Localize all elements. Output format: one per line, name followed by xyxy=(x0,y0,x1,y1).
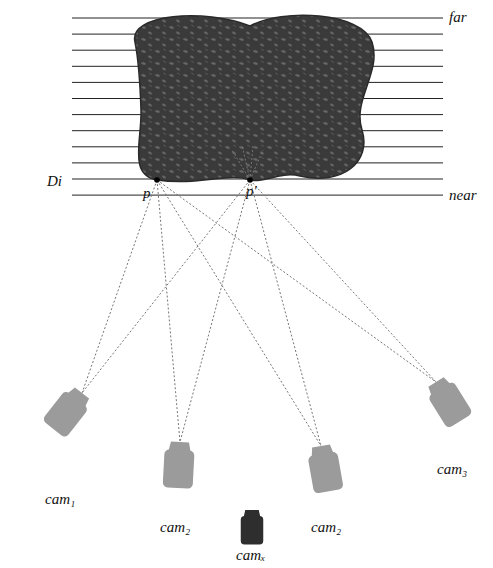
projection-ray xyxy=(242,145,250,180)
camera-icon xyxy=(241,510,264,545)
camera-icon xyxy=(42,384,94,439)
camera-label: cam₂ xyxy=(160,520,190,535)
projection-ray xyxy=(157,180,180,442)
point-label: p′ xyxy=(246,184,257,199)
point-label: p xyxy=(143,186,151,201)
camera-icon xyxy=(423,374,473,429)
projection-ray xyxy=(157,180,321,446)
camera-icon xyxy=(306,443,344,494)
projection-ray xyxy=(250,150,263,180)
projection-ray xyxy=(232,150,250,180)
projection-ray xyxy=(250,180,436,382)
plane-label: far xyxy=(449,10,467,25)
projection-ray xyxy=(157,180,436,382)
projection-rays xyxy=(82,145,436,446)
plane-label: Di xyxy=(47,174,62,189)
cameras xyxy=(42,374,473,544)
camera-label: cam₁ xyxy=(45,492,75,507)
projection-ray xyxy=(82,180,250,393)
scene-object xyxy=(135,15,375,181)
camera-label: cam₃ xyxy=(437,462,467,477)
surface-point xyxy=(247,177,253,183)
projection-ray xyxy=(180,180,250,442)
camera-label: cam₂ xyxy=(311,520,341,535)
projection-ray xyxy=(250,180,321,446)
depth-plane xyxy=(72,18,443,19)
surface-point xyxy=(154,177,160,183)
camera-label: camₓ xyxy=(236,548,265,563)
plane-label: near xyxy=(449,188,477,203)
depth-plane xyxy=(72,195,443,196)
camera-icon xyxy=(163,441,195,489)
projection-ray xyxy=(82,180,157,393)
